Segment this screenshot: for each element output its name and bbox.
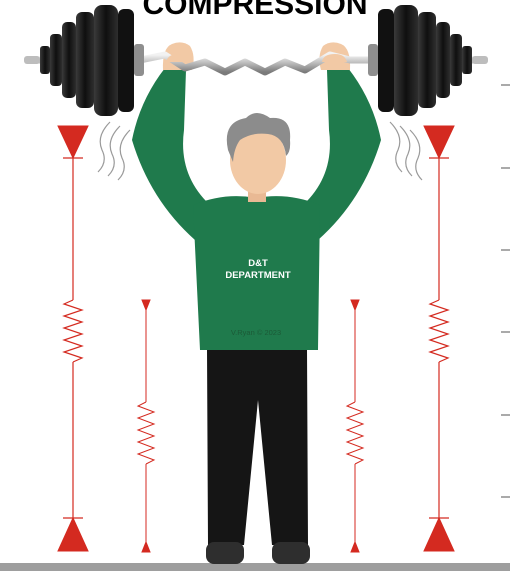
shirt-text-line2: DEPARTMENT	[225, 270, 290, 281]
arrow-down-icon	[424, 126, 454, 158]
inner-right-spring-icon	[347, 300, 363, 552]
outer-left-spring-icon	[58, 126, 88, 551]
ground-line	[0, 563, 510, 571]
scale-ticks	[501, 85, 510, 497]
credit-text: V.Ryan © 2023	[231, 328, 281, 337]
trousers	[207, 348, 308, 545]
outer-right-spring-icon	[424, 126, 454, 551]
arrow-up-icon	[58, 518, 88, 551]
right-shoe	[272, 542, 310, 564]
arrow-down-icon	[351, 300, 359, 310]
diagram-title: COMPRESSION	[142, 0, 367, 21]
arrow-down-icon	[58, 126, 88, 158]
arrow-up-icon	[351, 542, 359, 552]
inner-left-spring-icon	[138, 300, 154, 552]
person-figure: D&T DEPARTMENT V.Ryan © 2023	[132, 42, 381, 564]
barbell-icon	[24, 5, 488, 116]
arrow-down-icon	[142, 300, 150, 310]
left-shoe	[206, 542, 244, 564]
shirt-text-line1: D&T	[248, 258, 268, 269]
arrow-up-icon	[142, 542, 150, 552]
arrow-up-icon	[424, 518, 454, 551]
